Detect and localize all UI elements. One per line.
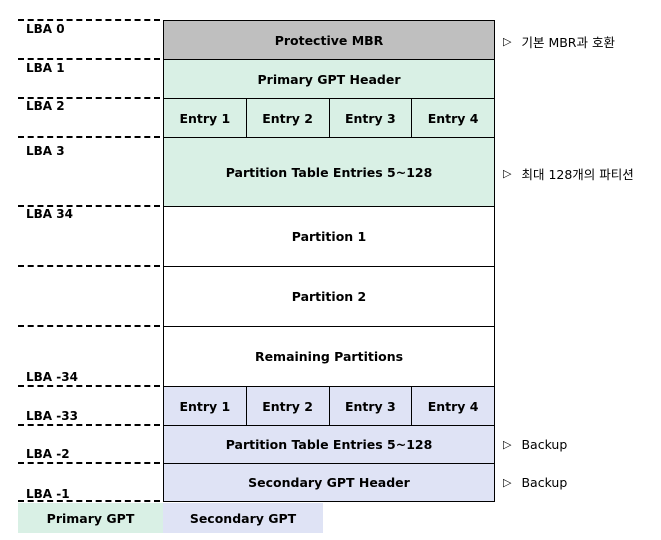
primary-partition-table-block: Partition Table Entries 5~128 <box>163 137 495 207</box>
secondary-entry-1: Entry 1 <box>163 386 247 426</box>
triangle-right-icon: ▷ <box>503 167 512 180</box>
secondary-entry-4: Entry 4 <box>411 386 495 426</box>
lba-boundary-line <box>18 58 160 60</box>
secondary-entry-3: Entry 3 <box>328 386 413 426</box>
legend-secondary-gpt: Secondary GPT <box>163 503 323 533</box>
lba-label-neg34: LBA -34 <box>26 370 78 384</box>
secondary-entries-row: Entry 1 Entry 2 Entry 3 Entry 4 <box>163 386 495 426</box>
lba-boundary-line <box>18 385 160 387</box>
primary-entry-2: Entry 2 <box>245 98 330 138</box>
triangle-right-icon: ▷ <box>503 35 512 48</box>
lba-label-3: LBA 3 <box>26 144 65 158</box>
lba-boundary-line <box>18 136 160 138</box>
legend-primary-gpt: Primary GPT <box>18 503 163 533</box>
primary-gpt-header-block: Primary GPT Header <box>163 59 495 99</box>
lba-boundary-line <box>18 205 160 207</box>
lba-boundary-line <box>18 19 160 21</box>
lba-boundary-line <box>18 500 160 502</box>
triangle-right-icon: ▷ <box>503 476 512 489</box>
primary-entry-4: Entry 4 <box>411 98 495 138</box>
lba-label-2: LBA 2 <box>26 99 65 113</box>
lba-boundary-line <box>18 97 160 99</box>
lba-label-neg1: LBA -1 <box>26 487 70 501</box>
partition-1-block: Partition 1 <box>163 206 495 267</box>
lba-label-neg33: LBA -33 <box>26 409 78 423</box>
note-text: Backup <box>521 475 568 490</box>
note-text: 기본 MBR과 호환 <box>521 35 615 50</box>
lba-label-1: LBA 1 <box>26 61 65 75</box>
protective-mbr-block: Protective MBR <box>163 20 495 60</box>
note-max-partitions: ▷ 최대 128개의 파티션 <box>503 164 634 183</box>
lba-boundary-line <box>18 265 160 267</box>
secondary-partition-table-block: Partition Table Entries 5~128 <box>163 425 495 464</box>
lba-boundary-line <box>18 424 160 426</box>
remaining-partitions-block: Remaining Partitions <box>163 326 495 387</box>
lba-label-neg2: LBA -2 <box>26 447 70 461</box>
lba-boundary-line <box>18 462 160 464</box>
note-mbr-compatible: ▷ 기본 MBR과 호환 <box>503 32 615 51</box>
primary-entry-1: Entry 1 <box>163 98 247 138</box>
secondary-gpt-header-block: Secondary GPT Header <box>163 463 495 502</box>
primary-entries-row: Entry 1 Entry 2 Entry 3 Entry 4 <box>163 98 495 138</box>
partition-2-block: Partition 2 <box>163 266 495 327</box>
primary-entry-3: Entry 3 <box>328 98 413 138</box>
note-backup-header: ▷ Backup <box>503 475 567 490</box>
lba-label-0: LBA 0 <box>26 22 65 36</box>
note-backup-table: ▷ Backup <box>503 437 567 452</box>
secondary-entry-2: Entry 2 <box>245 386 330 426</box>
lba-boundary-line <box>18 325 160 327</box>
triangle-right-icon: ▷ <box>503 438 512 451</box>
lba-label-34: LBA 34 <box>26 207 73 221</box>
note-text: 최대 128개의 파티션 <box>521 167 634 182</box>
note-text: Backup <box>521 437 568 452</box>
